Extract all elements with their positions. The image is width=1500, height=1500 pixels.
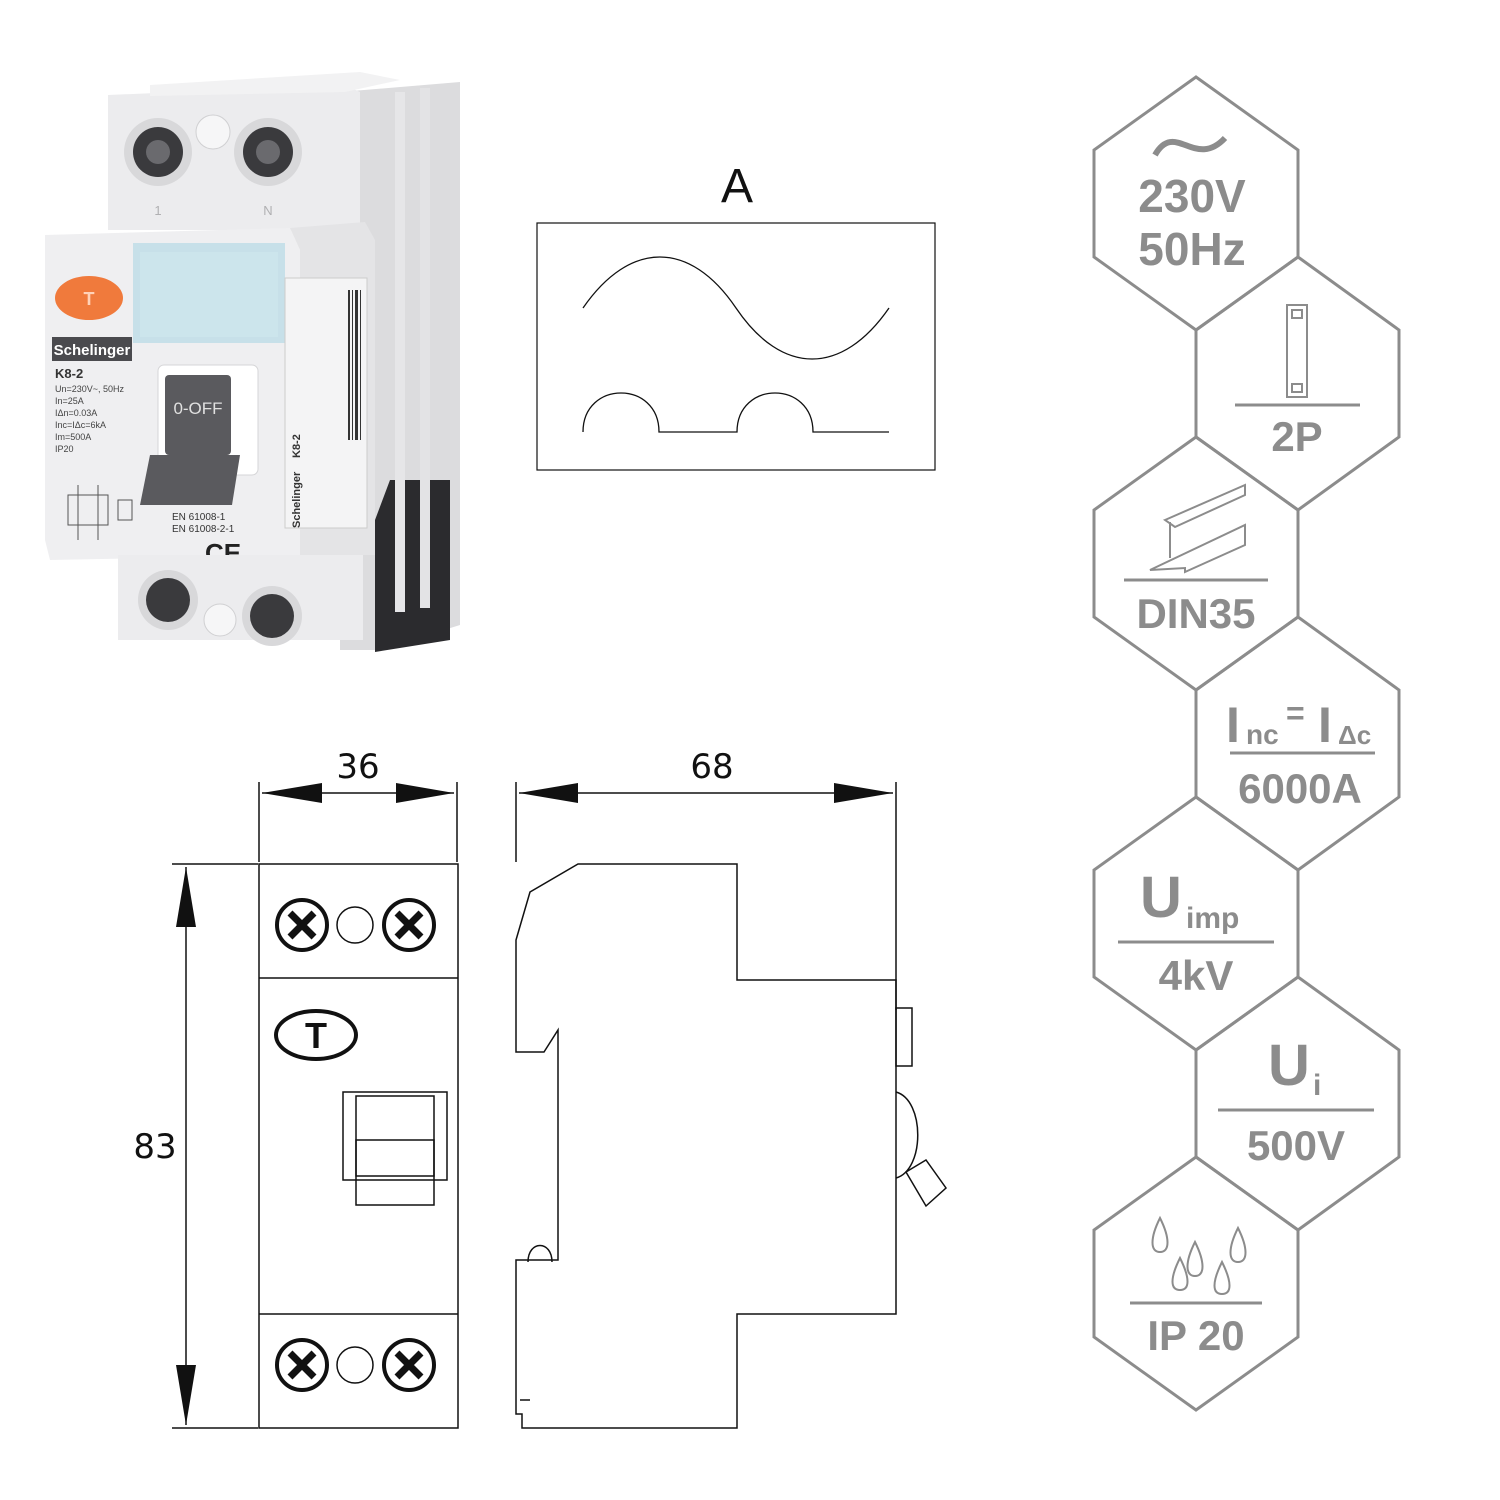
badge-inc-symbol: I (1226, 697, 1240, 753)
toggle-switch (165, 375, 231, 455)
waveform-type-a: A (536, 160, 936, 471)
spec-line: IΔn=0.03A (55, 408, 97, 418)
switch-label: 0-OFF (173, 399, 222, 418)
standard-1: EN 61008-1 (172, 512, 226, 523)
badge-impulse-voltage: 4kV (1159, 952, 1234, 999)
badge-ui-sub: i (1313, 1069, 1321, 1102)
side-view-outline (515, 863, 897, 1429)
brand-stripe (52, 337, 132, 361)
spec-line: IP20 (55, 444, 74, 454)
badge-idc-sub: Δc (1338, 720, 1371, 750)
test-button-label: T (84, 289, 95, 309)
terminal-top-left-label: 1 (154, 203, 161, 218)
badge-uimp-symbol: U (1140, 865, 1182, 930)
badge-inc-sub: nc (1246, 719, 1279, 750)
rcd-device-illustration: 1 N T Schelinger K8-2 Un=230V~, 50Hz In=… (45, 72, 460, 652)
spec-lines: Un=230V~, 50Hz In=25A IΔn=0.03A Inc=IΔc=… (55, 384, 125, 454)
badge-breaking-capacity: 6000A (1238, 765, 1362, 812)
spec-line: Im=500A (55, 432, 91, 442)
side-label-model: K8-2 (291, 434, 303, 458)
badge-equals: = (1286, 695, 1305, 731)
brand-label: Schelinger (54, 342, 131, 359)
module-icon (1286, 304, 1308, 398)
spec-badges (1092, 75, 1401, 1412)
dimension-drawing (172, 782, 947, 1429)
test-symbol-label: T (305, 1015, 327, 1056)
width-dimension: 36 (336, 747, 379, 787)
test-symbol (274, 1009, 358, 1061)
spec-line: In=25A (55, 396, 84, 406)
water-drops-icon (1151, 1215, 1247, 1296)
badge-protection: IP 20 (1147, 1312, 1244, 1359)
spec-line: Inc=IΔc=6kA (55, 420, 106, 430)
barcode (348, 290, 361, 440)
din-clip (375, 480, 450, 652)
sine-wave (582, 256, 890, 360)
badge-uimp-sub: imp (1186, 902, 1239, 935)
depth-dimension: 68 (690, 747, 733, 787)
badge-poles: 2P (1271, 413, 1322, 460)
ac-icon (1152, 135, 1228, 157)
din-rail-icon (1149, 483, 1246, 574)
model-label: K8-2 (55, 366, 83, 381)
test-button (55, 276, 123, 320)
badge-insulation-voltage: 500V (1247, 1122, 1345, 1169)
spec-line: Un=230V~, 50Hz (55, 384, 125, 394)
badge-frequency: 50Hz (1138, 223, 1245, 275)
waveform-frame (536, 222, 936, 471)
badge-idc-symbol: I (1318, 697, 1332, 753)
front-view-outline (258, 863, 459, 1429)
standard-2: EN 61008-2-1 (172, 524, 235, 535)
badge-voltage: 230V (1138, 170, 1246, 222)
pulsating-dc-wave (582, 392, 889, 433)
waveform-label: A (721, 160, 753, 213)
side-label-brand: Schelinger (291, 471, 303, 528)
wiring-diagram-icon (67, 485, 133, 540)
badge-mounting: DIN35 (1136, 590, 1255, 637)
terminal-top-right-label: N (263, 203, 272, 218)
height-dimension: 83 (133, 1127, 176, 1167)
badge-ui-symbol: U (1268, 1033, 1310, 1098)
